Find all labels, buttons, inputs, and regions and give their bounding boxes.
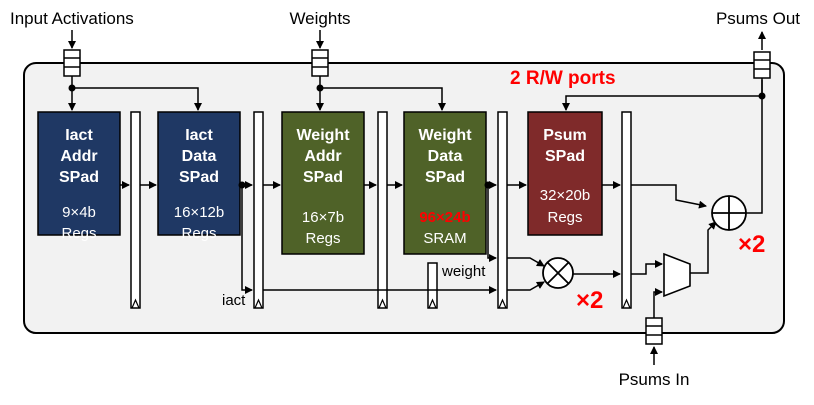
iact-input-wires	[68, 76, 202, 111]
svg-text:Regs: Regs	[305, 230, 340, 247]
svg-text:Regs: Regs	[547, 209, 582, 226]
svg-text:Iact: Iact	[185, 127, 213, 144]
multiplier-icon	[542, 257, 574, 289]
svg-text:Regs: Regs	[181, 225, 216, 242]
svg-text:SPad: SPad	[303, 169, 343, 186]
block-weight-addr: Weight Addr SPad 16×7b Regs	[281, 111, 365, 255]
svg-text:Addr: Addr	[60, 148, 97, 165]
iact-tap-dot	[238, 181, 246, 189]
weight-wire-label: weight	[441, 263, 486, 280]
iact-wire-label: iact	[222, 292, 246, 309]
psum-feedback-wire	[562, 95, 762, 111]
weights-fifo	[311, 30, 329, 77]
block-iact-data: Iact Data SPad 16×12b Regs	[157, 111, 241, 242]
iact-split-dot	[68, 84, 76, 92]
psums-out-label: Psums Out	[716, 9, 800, 28]
weights-label: Weights	[289, 9, 350, 28]
svg-text:Iact: Iact	[65, 127, 93, 144]
svg-text:9×4b: 9×4b	[62, 204, 96, 221]
svg-text:16×7b: 16×7b	[302, 209, 344, 226]
block-weight-data: Weight Data SPad 96×24b SRAM	[403, 111, 487, 255]
svg-text:Psum: Psum	[543, 127, 587, 144]
svg-text:SPad: SPad	[179, 169, 219, 186]
psums-in-label: Psums In	[619, 370, 690, 389]
adder-count-label: ×2	[738, 231, 765, 258]
weight-input-wires	[316, 76, 446, 111]
svg-text:Data: Data	[428, 148, 463, 165]
svg-text:SPad: SPad	[59, 169, 99, 186]
svg-text:Regs: Regs	[61, 225, 96, 242]
psums-in-fifo	[645, 317, 663, 365]
svg-text:SRAM: SRAM	[423, 230, 466, 247]
weight-split-dot	[316, 84, 324, 92]
svg-text:16×12b: 16×12b	[174, 204, 224, 221]
block-iact-addr: Iact Addr SPad 9×4b Regs	[37, 111, 121, 242]
block-psum: Psum SPad 32×20b Regs	[527, 111, 603, 236]
svg-text:96×24b: 96×24b	[419, 209, 470, 226]
svg-text:Weight: Weight	[296, 127, 350, 144]
svg-text:SPad: SPad	[425, 169, 465, 186]
svg-text:SPad: SPad	[545, 148, 585, 165]
svg-text:Data: Data	[182, 148, 217, 165]
adder-icon	[711, 195, 747, 231]
input-activations-label: Input Activations	[10, 9, 134, 28]
rw-ports-label: 2 R/W ports	[510, 68, 616, 89]
pipeline-registers	[130, 111, 632, 309]
svg-text:Weight: Weight	[418, 127, 472, 144]
svg-text:32×20b: 32×20b	[540, 187, 590, 204]
datapath-wires	[120, 80, 763, 318]
weight-tap-dot	[484, 181, 492, 189]
multiplier-count-label: ×2	[576, 287, 603, 314]
input-activations-fifo	[63, 30, 81, 77]
psums-out-fifo	[753, 31, 771, 79]
mux-icon	[663, 252, 691, 298]
clock-markers	[131, 298, 631, 309]
svg-text:Addr: Addr	[304, 148, 341, 165]
